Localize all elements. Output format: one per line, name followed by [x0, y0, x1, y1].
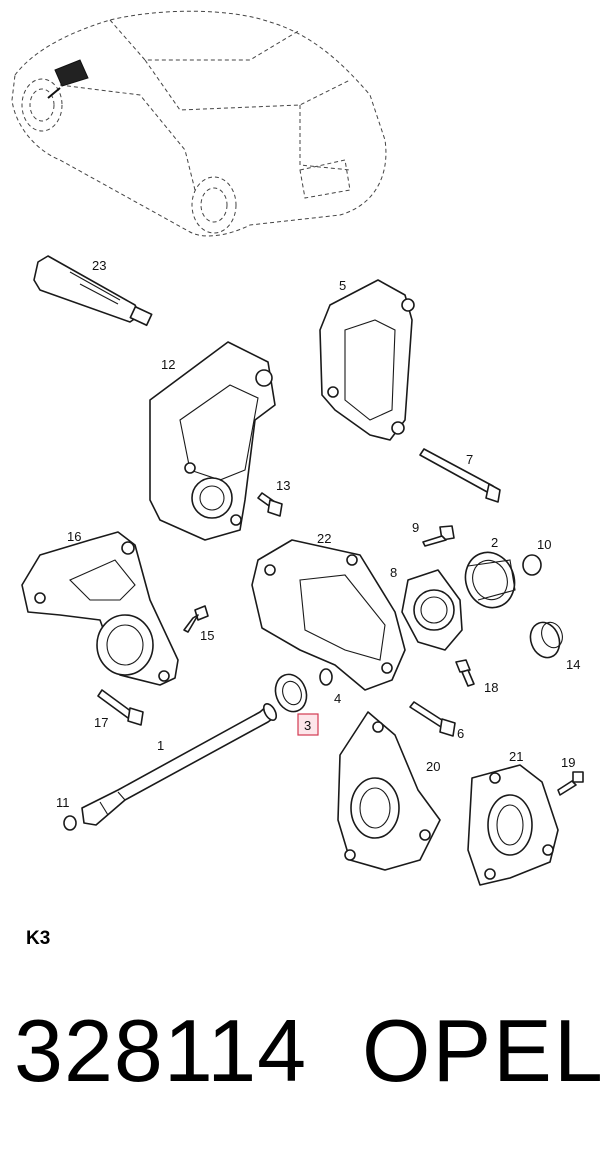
part-10-ring [522, 554, 542, 576]
exploded-parts-diagram: 1 2 3 4 5 6 7 8 9 10 11 12 13 14 15 16 1… [11, 10, 584, 886]
label-9[interactable]: 9 [412, 520, 419, 535]
label-23[interactable]: 23 [92, 258, 106, 273]
part-18-bolt [455, 659, 475, 687]
part-5-bracket [319, 279, 415, 441]
part-20-housing [337, 711, 441, 871]
part-number: 328114 [14, 1001, 308, 1100]
part-17-bolt [97, 689, 144, 726]
label-19[interactable]: 19 [561, 755, 575, 770]
label-8[interactable]: 8 [390, 565, 397, 580]
part-23-grease-tube [33, 255, 153, 327]
label-14[interactable]: 14 [566, 657, 580, 672]
label-4[interactable]: 4 [334, 691, 341, 706]
highlight-box-3 [297, 713, 319, 736]
part-6-bolt [409, 701, 456, 737]
label-18[interactable]: 18 [484, 680, 498, 695]
part-11-ring [63, 815, 77, 831]
part-7-long-bolt [419, 448, 501, 503]
label-7[interactable]: 7 [466, 452, 473, 467]
part-14-bushing [529, 621, 563, 659]
label-16[interactable]: 16 [67, 529, 81, 544]
label-2[interactable]: 2 [491, 535, 498, 550]
label-10[interactable]: 10 [537, 537, 551, 552]
part-21-cover [467, 764, 559, 886]
label-17[interactable]: 17 [94, 715, 108, 730]
part-15-bolt [183, 605, 209, 633]
label-6[interactable]: 6 [457, 726, 464, 741]
label-20[interactable]: 20 [426, 759, 440, 774]
part-12-housing [149, 341, 276, 541]
label-22[interactable]: 22 [317, 531, 331, 546]
part-19-bolt [557, 771, 584, 796]
part-1-shaft [81, 703, 278, 826]
part-3-seal [274, 673, 308, 713]
label-11[interactable]: 11 [56, 795, 70, 810]
car-outline [11, 10, 387, 237]
part-4-circlip [319, 668, 333, 686]
section-code: K3 [26, 928, 51, 949]
part-16-bracket [21, 531, 179, 686]
label-3[interactable]: 3 [304, 718, 311, 733]
part-13-bolt [257, 492, 283, 517]
brand-name: OPEL [362, 1001, 600, 1100]
label-13[interactable]: 13 [276, 478, 290, 493]
part-2-bearing [464, 551, 516, 609]
part-9-bolt [422, 525, 455, 547]
highlight-area-icon [54, 59, 89, 87]
part-22-bracket [251, 539, 406, 691]
label-12[interactable]: 12 [161, 357, 175, 372]
label-1[interactable]: 1 [157, 738, 164, 753]
label-5[interactable]: 5 [339, 278, 346, 293]
part-8-flange [401, 569, 463, 651]
label-21[interactable]: 21 [509, 749, 523, 764]
label-15[interactable]: 15 [200, 628, 214, 643]
